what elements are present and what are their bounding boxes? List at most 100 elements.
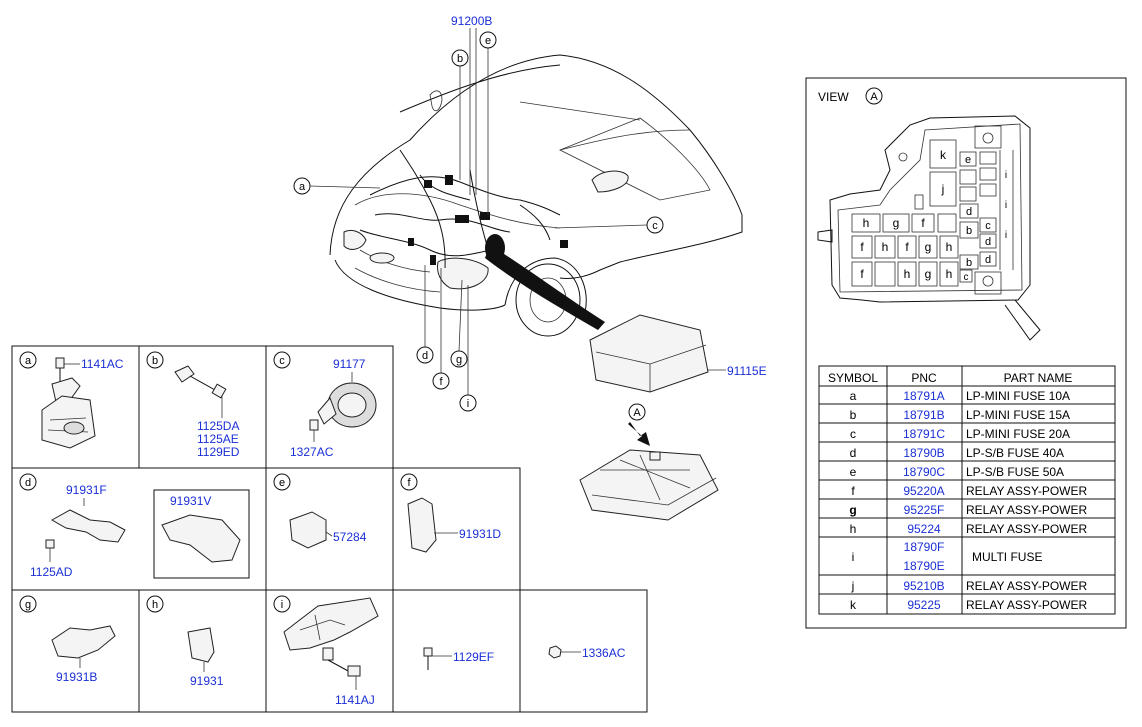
callout-d: d: [416, 265, 434, 364]
row-symbol: j: [851, 579, 855, 593]
callout-d-letter: d: [422, 350, 428, 362]
detail-panel-b: b 1125DA 1125AE 1129ED: [146, 351, 240, 459]
pnc-91931b[interactable]: 91931B: [56, 670, 97, 684]
table-row: g 95225F RELAY ASSY-POWER: [849, 503, 1087, 517]
row-pnc[interactable]: 18791C: [903, 427, 945, 441]
cell-g-1: g: [893, 216, 900, 230]
row-pnc-2[interactable]: 18790E: [903, 559, 944, 573]
header-symbol: SYMBOL: [828, 371, 878, 385]
row-pnc[interactable]: 18791B: [903, 408, 944, 422]
pnc-57284[interactable]: 57284: [333, 530, 367, 544]
callout-i-letter: i: [467, 398, 469, 410]
table-row: i 18790F 18790E MULTI FUSE: [852, 540, 1043, 573]
pnc-91177[interactable]: 91177: [333, 357, 366, 371]
row-pnc[interactable]: 95220A: [903, 484, 944, 498]
nut-icon: [548, 645, 562, 659]
panel-h-marker: h: [152, 599, 158, 611]
pnc-1141ac[interactable]: 1141AC: [81, 357, 124, 371]
table-row: k 95225 RELAY ASSY-POWER: [850, 598, 1087, 612]
pnc-1336ac[interactable]: 1336AC: [582, 646, 626, 660]
table-row: f 95220A RELAY ASSY-POWER: [851, 484, 1087, 498]
callout-a-letter: a: [299, 181, 306, 193]
table-row: a 18791A LP-MINI FUSE 10A: [850, 389, 1070, 403]
bracket-part: [407, 497, 437, 553]
row-symbol: h: [850, 522, 857, 536]
main-harness-pnc[interactable]: 91200B: [451, 14, 492, 28]
row-symbol: k: [850, 598, 857, 612]
bracket-part: [41, 357, 96, 449]
row-part-name: RELAY ASSY-POWER: [966, 579, 1087, 593]
cell-h-1: h: [863, 216, 870, 230]
cell-i-3: i: [1005, 230, 1007, 241]
row-part-name: LP-S/B FUSE 50A: [966, 465, 1064, 479]
pnc-91931d[interactable]: 91931D: [459, 527, 501, 541]
cell-i-2: i: [1005, 200, 1007, 211]
panel-i-marker: i: [281, 599, 283, 611]
pnc-91931f[interactable]: 91931F: [66, 483, 107, 497]
bolt-icon: [423, 647, 433, 657]
row-symbol: g: [849, 503, 856, 517]
car-illustration: [329, 54, 743, 337]
pnc-1125da[interactable]: 1125DA: [197, 419, 239, 433]
detail-panel-d: d 91931F 1125AD 91931V: [19, 473, 250, 579]
fuse-cover-pnc[interactable]: 91115E: [727, 364, 767, 378]
bracket-part: [51, 625, 116, 659]
row-pnc[interactable]: 95225: [907, 598, 941, 612]
cell-d-3: d: [985, 254, 991, 266]
pnc-91931v[interactable]: 91931V: [170, 494, 211, 508]
row-symbol: a: [850, 389, 857, 403]
panel-c-marker: c: [279, 355, 285, 367]
callout-g-letter: g: [456, 354, 462, 366]
panel-a-marker: a: [25, 355, 32, 367]
panel-e-marker: e: [279, 477, 285, 489]
detail-panel-h: h 91931: [146, 595, 224, 688]
pnc-1129ed[interactable]: 1129ED: [197, 445, 240, 459]
bracket-part-v: [161, 514, 241, 563]
cell-j: j: [941, 182, 945, 196]
row-pnc[interactable]: 18790B: [903, 446, 944, 460]
header-pnc: PNC: [911, 371, 937, 385]
panel-g-marker: g: [25, 599, 31, 611]
panel-d-marker: d: [25, 477, 31, 489]
detail-panel-i: i 1141AJ: [273, 595, 379, 707]
row-pnc[interactable]: 95210B: [903, 579, 944, 593]
cell-f-1: f: [921, 216, 925, 230]
view-marker: A: [870, 91, 878, 103]
row-pnc[interactable]: 95225F: [904, 503, 945, 517]
pnc-1327ac[interactable]: 1327AC: [290, 445, 334, 459]
callout-g: g: [450, 279, 468, 368]
pnc-1125ae[interactable]: 1125AE: [197, 432, 239, 446]
fuse-layout-drawing: k e j h g f d f h f g h b c d: [817, 115, 1041, 341]
cell-g-2: g: [925, 240, 932, 254]
row-symbol: c: [850, 427, 856, 441]
bracket-part: [50, 509, 126, 543]
cell-e: e: [965, 154, 971, 166]
detail-panel-a: a 1141AC: [19, 351, 124, 449]
bracket-part: [187, 627, 215, 663]
cell-c-2: c: [964, 272, 969, 283]
pnc-1129ef[interactable]: 1129EF: [453, 650, 494, 664]
row-pnc[interactable]: 18791A: [903, 389, 944, 403]
cell-g-3: g: [925, 267, 932, 281]
pnc-91931[interactable]: 91931: [190, 674, 224, 688]
pnc-1141aj[interactable]: 1141AJ: [335, 693, 375, 707]
callout-i: i: [459, 285, 477, 412]
row-symbol: d: [850, 446, 857, 460]
parts-table: SYMBOL PNC PART NAME a 18791A LP-MINI FU…: [818, 365, 1116, 615]
row-part-name: MULTI FUSE: [972, 550, 1042, 564]
row-pnc[interactable]: 18790F: [904, 540, 945, 554]
cell-h-4: h: [904, 267, 911, 281]
row-pnc[interactable]: 18790C: [903, 465, 945, 479]
cell-f-4: f: [860, 267, 864, 281]
cell-h-2: h: [882, 240, 889, 254]
pnc-1125ad[interactable]: 1125AD: [30, 565, 73, 579]
table-row: j 95210B RELAY ASSY-POWER: [851, 579, 1088, 593]
detail-panel-e: e 57284: [273, 473, 367, 549]
row-part-name: RELAY ASSY-POWER: [966, 503, 1087, 517]
row-pnc[interactable]: 95224: [907, 522, 941, 536]
bracket-part: [289, 511, 327, 549]
table-row: d 18790B LP-S/B FUSE 40A: [850, 446, 1064, 460]
detail-panel-nut: 1336AC: [548, 645, 626, 660]
cell-h-5: h: [946, 267, 953, 281]
